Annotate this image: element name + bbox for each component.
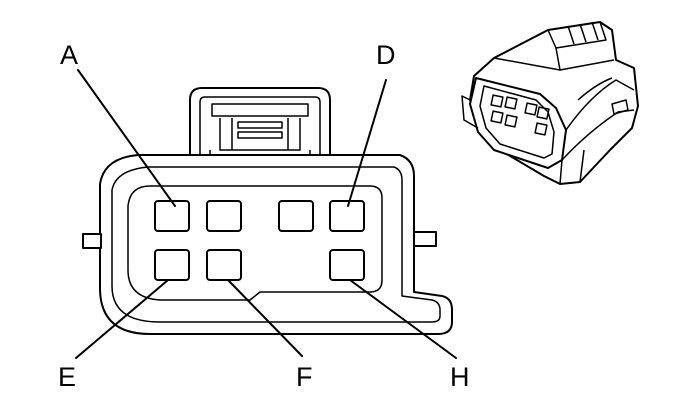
terminal-e	[154, 249, 190, 281]
leader-e	[75, 279, 169, 359]
callout-d: D	[376, 40, 396, 70]
cavity-outline	[127, 185, 383, 301]
terminal-h	[329, 249, 365, 281]
terminal-d	[329, 200, 365, 232]
connector-face-view	[82, 87, 453, 335]
leader-f	[227, 279, 303, 357]
callout-h: H	[450, 362, 470, 392]
callout-a: A	[60, 40, 78, 70]
leader-d	[347, 79, 387, 207]
side-bump-left	[82, 233, 102, 249]
connector-isometric-view	[461, 21, 639, 185]
callout-e: E	[58, 362, 76, 392]
callout-labels: A D E F H	[58, 40, 470, 392]
housing-inner	[111, 166, 441, 323]
leader-a	[77, 69, 176, 207]
terminal-b	[206, 200, 242, 232]
locking-tab	[189, 87, 331, 161]
terminal-c	[278, 200, 314, 232]
callout-f: F	[296, 362, 313, 392]
leader-h	[349, 279, 457, 359]
housing-outer	[99, 154, 453, 335]
terminal-f	[206, 249, 242, 281]
leader-lines	[75, 69, 457, 359]
side-bump-right	[413, 231, 437, 247]
